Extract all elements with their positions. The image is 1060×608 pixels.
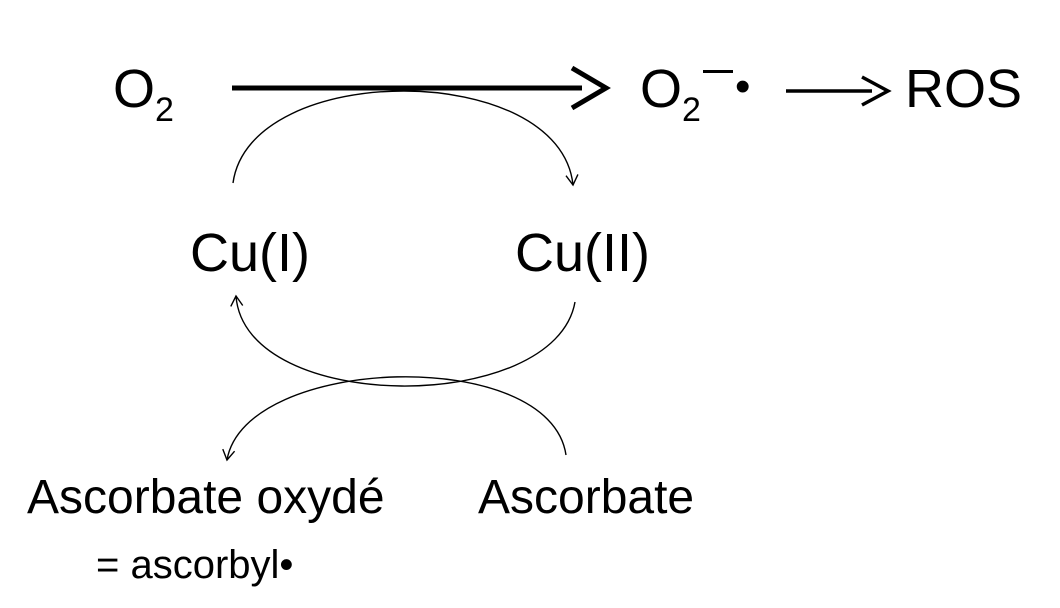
superoxide-radical-mark: • [734, 62, 751, 111]
oxygen-reactant: O2 [113, 59, 174, 127]
ascorbyl-note: = ascorbyl• [96, 543, 294, 587]
ascorbate-reduced-label: Ascorbate [478, 471, 695, 524]
main-reaction-arrow-head [570, 65, 611, 111]
superoxide-subscript: 2 [682, 91, 701, 129]
copper-reduction-arc [230, 294, 576, 387]
superoxide-charge-mark [702, 70, 733, 73]
ros-label: ROS [905, 59, 1023, 119]
ros-arrow-head [861, 75, 892, 107]
copper-oxidation-arc [232, 90, 579, 187]
superoxide-product: O2 • [640, 59, 751, 127]
oxygen-subscript: 2 [155, 91, 174, 129]
oxygen-symbol: O [113, 59, 156, 119]
ascorbate-oxidation-arc [222, 376, 567, 462]
copper-reduced-label: Cu(I) [190, 223, 310, 283]
ascorbate-oxidized-label: Ascorbate oxydé [27, 471, 385, 524]
copper-oxidized-label: Cu(II) [515, 223, 650, 283]
superoxide-symbol: O [640, 59, 683, 119]
